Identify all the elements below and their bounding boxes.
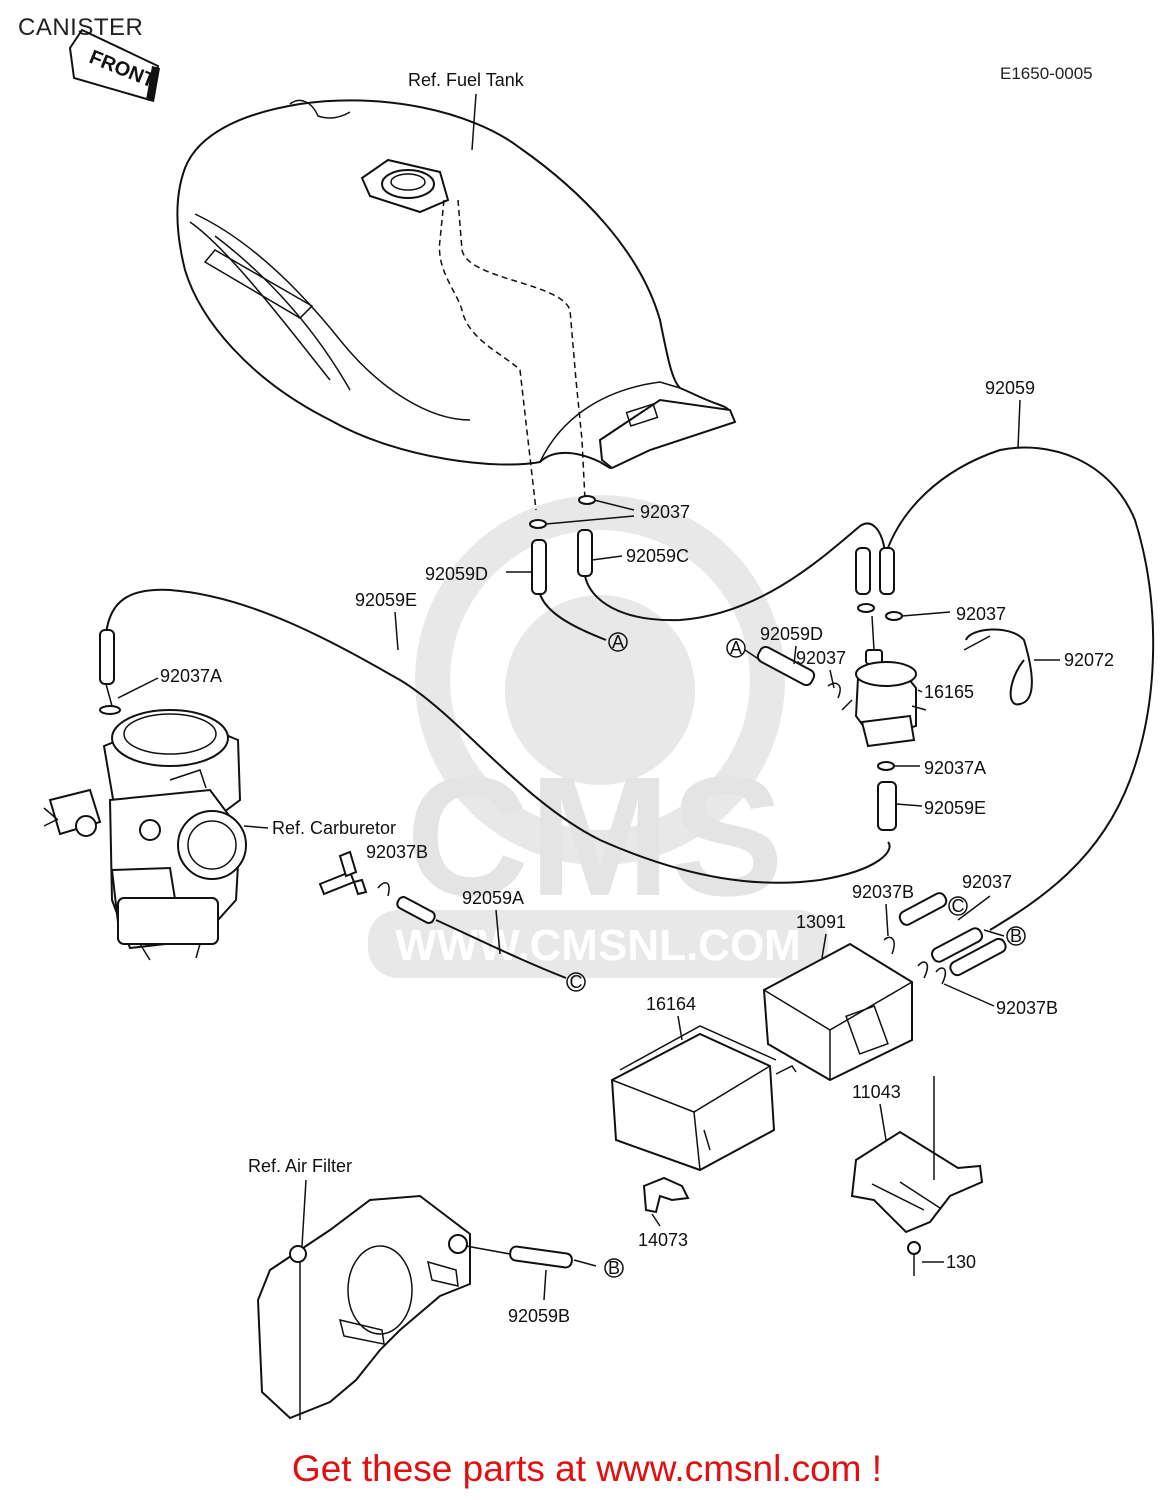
part-label-92059B[interactable]: 92059B [508, 1306, 570, 1326]
fuel-tank-illustration [176, 99, 737, 511]
part-label-13091[interactable]: 13091 [796, 912, 846, 932]
part-label-92037-b[interactable]: 92037 [956, 604, 1006, 624]
t-joint-92037B [318, 850, 390, 897]
connector-a-marker: A [612, 632, 624, 652]
part-label-92037A[interactable]: 92037A [160, 666, 222, 686]
part-label-92059-top[interactable]: 92059 [985, 378, 1035, 398]
connector-b-marker: B [1010, 926, 1022, 946]
part-label-92059D[interactable]: 92059D [425, 564, 488, 584]
part-label-16165[interactable]: 16165 [924, 682, 974, 702]
canister-16164 [610, 1025, 797, 1172]
part-label-92037A-b[interactable]: 92037A [924, 758, 986, 778]
bracket-11043 [850, 1076, 984, 1276]
ref-fuel-tank-label: Ref. Fuel Tank [408, 70, 525, 90]
part-label-92037B[interactable]: 92037B [366, 842, 428, 862]
part-label-92037[interactable]: 92037 [640, 502, 690, 522]
part-label-92072[interactable]: 92072 [1064, 650, 1114, 670]
part-label-16164[interactable]: 16164 [646, 994, 696, 1014]
part-label-92037-d[interactable]: 92037 [962, 872, 1012, 892]
part-label-92059D-b[interactable]: 92059D [760, 624, 823, 644]
watermark-url: WWW.CMSNL.COM [395, 921, 801, 970]
connector-c-marker-2: C [952, 896, 965, 916]
part-label-92059E-b[interactable]: 92059E [924, 798, 986, 818]
front-arrow-icon: FRONT [68, 28, 160, 102]
part-label-92059E[interactable]: 92059E [355, 590, 417, 610]
part-label-92037B-c[interactable]: 92037B [996, 998, 1058, 1018]
ref-air-filter-label: Ref. Air Filter [248, 1156, 352, 1176]
connector-a-marker-2: A [730, 638, 742, 658]
air-filter-illustration [256, 1194, 597, 1420]
part-label-92037B-b[interactable]: 92037B [852, 882, 914, 902]
ref-carburetor-label: Ref. Carburetor [272, 818, 396, 838]
page-title: CANISTER [18, 14, 144, 41]
part-label-14073[interactable]: 14073 [638, 1230, 688, 1250]
part-label-130[interactable]: 130 [946, 1252, 976, 1272]
part-label-92059A[interactable]: 92059A [462, 888, 524, 908]
part-label-92037-c[interactable]: 92037 [796, 648, 846, 668]
carburetor-illustration [43, 629, 247, 961]
canister-bracket-13091 [762, 892, 1007, 1082]
footer-promo-link[interactable]: Get these parts at www.cmsnl.com ! [291, 1448, 883, 1489]
part-label-11043[interactable]: 11043 [852, 1082, 901, 1102]
connector-b-marker-2: B [608, 1258, 620, 1278]
filter-16165-assembly [756, 547, 1033, 831]
connector-c-marker: C [570, 972, 583, 992]
tank-hoses [506, 495, 886, 641]
part-label-92059C[interactable]: 92059C [626, 546, 689, 566]
diagram-code: E1650-0005 [1000, 64, 1093, 83]
